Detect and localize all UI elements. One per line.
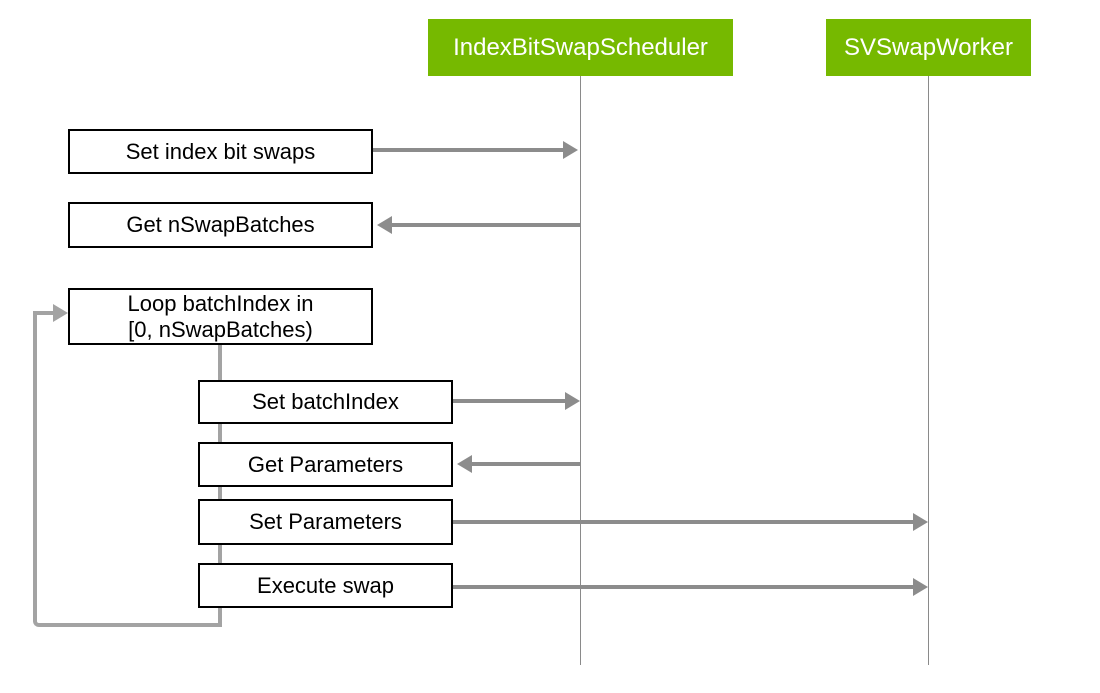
message-label: Execute swap — [257, 572, 394, 598]
lifeline-indexbitswapscheduler — [580, 76, 581, 665]
arrow-set-parameters — [453, 508, 928, 536]
message-label: Set index bit swaps — [125, 138, 316, 164]
message-box-set-parameters: Set Parameters — [198, 499, 453, 545]
loop-return-arrow-line — [33, 311, 54, 315]
message-label: Get Parameters — [247, 451, 404, 477]
actor-label: SVSwapWorker — [844, 33, 1013, 61]
lifeline-svswapworker — [928, 76, 929, 665]
arrow-line — [392, 223, 580, 227]
arrow-execute-swap — [453, 573, 928, 601]
actor-label: IndexBitSwapScheduler — [453, 33, 708, 61]
loop-return-line — [33, 313, 220, 627]
arrow-set-index-bit-swaps — [373, 136, 578, 164]
message-label: Set batchIndex — [252, 389, 399, 414]
message-box-execute-swap: Execute swap — [198, 563, 453, 608]
loop-box-batchindex: Loop batchIndex in [0, nSwapBatches) — [68, 288, 373, 345]
arrow-line — [472, 462, 580, 466]
arrow-get-parameters — [457, 450, 580, 478]
arrow-line — [453, 585, 913, 589]
arrow-line — [453, 520, 913, 524]
actor-svswapworker: SVSwapWorker — [826, 19, 1031, 76]
arrow-line — [373, 148, 563, 152]
message-label: Get nSwapBatches — [126, 212, 315, 237]
arrowhead-right-icon — [913, 513, 928, 531]
arrow-line — [453, 399, 565, 403]
arrowhead-left-icon — [377, 216, 392, 234]
arrow-get-nswapbatches — [377, 211, 580, 239]
arrow-set-batchindex — [453, 387, 580, 415]
message-box-set-batchindex: Set batchIndex — [198, 380, 453, 424]
arrowhead-right-icon — [565, 392, 580, 410]
actor-indexbitswapscheduler: IndexBitSwapScheduler — [428, 19, 733, 76]
loop-label-line1: Loop batchIndex in — [127, 290, 314, 316]
message-box-set-index-bit-swaps: Set index bit swaps — [68, 129, 373, 174]
message-label: Set Parameters — [249, 509, 402, 534]
arrowhead-right-icon — [563, 141, 578, 159]
message-box-get-nswapbatches: Get nSwapBatches — [68, 202, 373, 248]
loop-label-line2: [0, nSwapBatches) — [128, 316, 313, 342]
arrowhead-left-icon — [457, 455, 472, 473]
loop-return-arrowhead-icon — [53, 304, 68, 322]
message-box-get-parameters: Get Parameters — [198, 442, 453, 487]
arrowhead-right-icon — [913, 578, 928, 596]
